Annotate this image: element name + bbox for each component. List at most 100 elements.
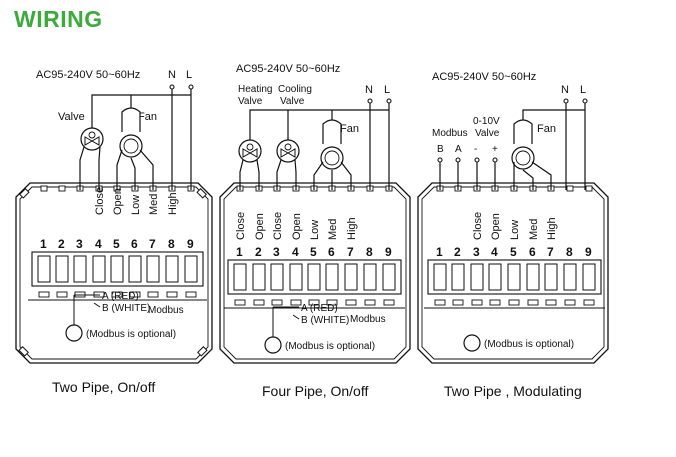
terminal-number: 4: [292, 245, 299, 259]
modbus-b-label: B (WHITE): [102, 303, 150, 314]
terminal-tab: [527, 299, 539, 306]
terminal-screw: [165, 255, 179, 283]
terminal-screw: [363, 263, 377, 291]
fan-common-wire: [522, 109, 585, 124]
terminal-dot: [563, 98, 569, 104]
terminal-tab: [166, 291, 178, 298]
fan-icon-motor: [119, 134, 143, 158]
heating-valve-label: Heating: [238, 84, 272, 95]
terminal-screw: [488, 263, 502, 291]
power-label: AC95-240V 50~60Hz: [36, 69, 140, 81]
terminal-screw: [563, 263, 577, 291]
modbus-wire: [93, 302, 101, 308]
terminal-label: Low: [130, 195, 142, 215]
fan-wire: [130, 157, 136, 190]
device-inner-outline: [223, 186, 407, 360]
terminal-tab: [308, 299, 320, 306]
terminal-dot: [169, 84, 175, 90]
signal-label: B: [437, 144, 444, 155]
terminal-label: High: [546, 217, 558, 240]
fan-icon: [320, 119, 344, 170]
terminal-screw: [582, 263, 596, 291]
valve-icon-body: [276, 139, 300, 163]
caption: Two Pipe, On/off: [52, 379, 155, 395]
terminal-dot: [582, 98, 588, 104]
terminal-tab: [508, 299, 520, 306]
cooling-valve-label: Valve: [280, 96, 305, 107]
terminal-number: 3: [76, 237, 83, 251]
terminal-dot: [437, 157, 443, 163]
terminal-screw: [289, 263, 303, 291]
terminal-label: Open: [112, 188, 124, 215]
heating-valve-label: Valve: [238, 96, 263, 107]
terminal-screw: [146, 255, 160, 283]
modbus-a-label: A (RED): [102, 291, 139, 302]
terminal-number: 6: [131, 237, 138, 251]
valve-icon-body: [80, 127, 104, 151]
terminal-screw: [451, 263, 465, 291]
terminal-label: Close: [235, 212, 247, 240]
terminal-number: 3: [473, 245, 480, 259]
n-label: N: [365, 84, 373, 96]
terminal-screw: [110, 255, 124, 283]
valve-label: 0-10V: [473, 116, 500, 127]
terminal-screw: [470, 263, 484, 291]
terminal-tab: [185, 291, 197, 298]
terminal-screw: [325, 263, 339, 291]
l-label: L: [580, 84, 586, 96]
corner-clip: [18, 346, 29, 357]
caption: Two Pipe , Modulating: [444, 383, 582, 399]
terminal-label: Close: [472, 212, 484, 240]
valve-common-wire: [91, 94, 191, 128]
fan-icon-rotor: [324, 150, 340, 166]
modbus-a-label: A (RED): [301, 303, 338, 314]
modbus-note: (Modbus is optional): [285, 341, 375, 352]
terminal-tab: [326, 299, 338, 306]
terminal-label: Med: [327, 219, 339, 240]
terminal-number: 8: [366, 245, 373, 259]
terminal-number: 7: [347, 245, 354, 259]
corner-clip: [196, 188, 207, 199]
cooling-valve-icon: [276, 139, 300, 163]
modbus-wire: [292, 314, 300, 320]
valve-wire: [98, 146, 101, 190]
terminal-screw: [382, 263, 396, 291]
terminal-tab: [489, 299, 501, 306]
terminal-tab: [290, 299, 302, 306]
valve-wire: [239, 159, 244, 190]
l-label: L: [186, 69, 192, 81]
modbus-port-icon: [463, 334, 481, 352]
valve-icon: [80, 127, 104, 151]
power-label: AC95-240V 50~60Hz: [432, 71, 536, 83]
terminal-number: 5: [510, 245, 517, 259]
power-label: AC95-240V 50~60Hz: [236, 63, 340, 75]
terminal-tab: [545, 299, 557, 306]
terminal-number: 6: [529, 245, 536, 259]
terminal-tab: [111, 291, 123, 298]
valve-wire: [276, 159, 282, 190]
heating-valve-icon: [238, 139, 262, 163]
terminal-tab: [345, 299, 357, 306]
terminal-screw: [544, 263, 558, 291]
terminal-screw: [128, 255, 142, 283]
modbus-label: Modbus: [432, 128, 468, 139]
terminal-number: 3: [273, 245, 280, 259]
terminal-tab: [147, 291, 159, 298]
n-label: N: [561, 84, 569, 96]
cooling-valve-label: Cooling: [278, 84, 312, 95]
terminal-notch: [585, 185, 593, 192]
terminal-number: 2: [58, 237, 65, 251]
signal-label: +: [492, 144, 498, 155]
valve-icon-bowtie: [280, 148, 296, 158]
modbus-note: (Modbus is optional): [484, 339, 574, 350]
terminal-number: 6: [328, 245, 335, 259]
valve-label: Valve: [475, 128, 500, 139]
terminal-tab: [471, 299, 483, 306]
fan-wire: [522, 169, 534, 190]
terminal-number: 2: [255, 245, 262, 259]
terminal-tab: [434, 299, 446, 306]
terminal-screw: [344, 263, 358, 291]
modbus-port-icon: [264, 336, 282, 354]
